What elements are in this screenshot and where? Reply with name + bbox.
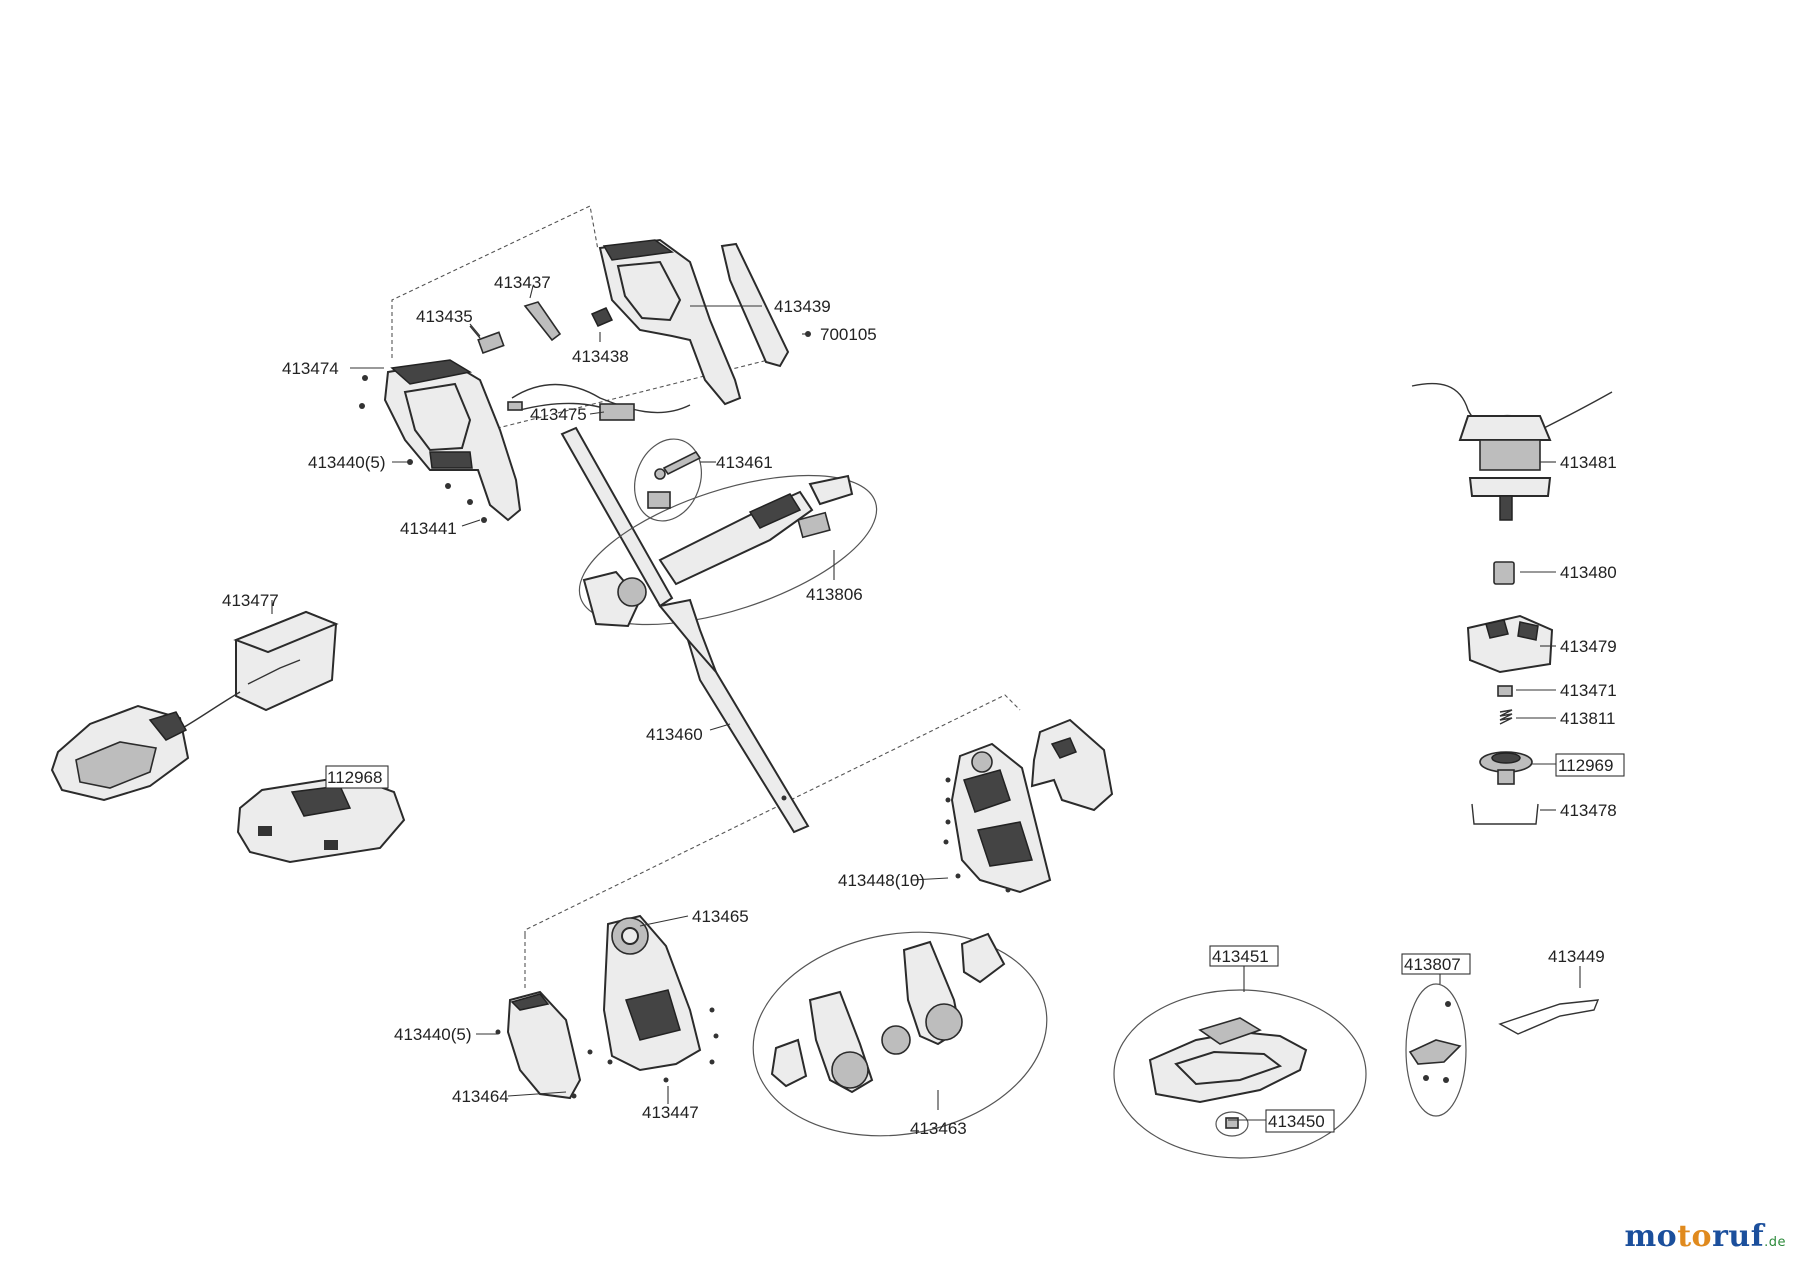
label-413461: 413461 [716, 453, 773, 472]
part-labels: 413437 413435 413439 700105 413438 41347… [222, 273, 1617, 1138]
watermark-part-3: ruf [1712, 1219, 1765, 1254]
screw-set-housing [943, 777, 1011, 893]
watermark-part-4: .de [1764, 1235, 1786, 1250]
label-413471: 413471 [1560, 681, 1617, 700]
site-watermark-logo: motoruf.de [1624, 1219, 1786, 1254]
spool-bracket [1471, 803, 1539, 825]
charging-base [50, 704, 190, 802]
head-housing-front-cover [506, 990, 582, 1100]
guard-group [1113, 989, 1367, 1159]
label-413807: 413807 [1404, 955, 1461, 974]
lower-shaft [658, 598, 810, 834]
charger-adapter [169, 610, 339, 736]
spool-head-assembly [1411, 382, 1613, 521]
label-413439: 413439 [774, 297, 831, 316]
screw-set-head [495, 1007, 719, 1099]
label-112969: 112969 [1558, 756, 1613, 775]
battery-pack [236, 774, 406, 864]
motor-kit-group [752, 931, 1048, 1137]
line-spool [1479, 751, 1533, 785]
label-413478: 413478 [1560, 801, 1617, 820]
label-413441: 413441 [400, 519, 457, 538]
label-413435: 413435 [416, 307, 473, 326]
head-housing-back [602, 914, 702, 1072]
guard-wire [1498, 999, 1600, 1035]
spool-cover-group [1405, 983, 1467, 1117]
aux-handle-bolt [634, 438, 702, 522]
compression-spring [590, 307, 614, 327]
wire-harness [507, 383, 691, 421]
label-413447: 413447 [642, 1103, 699, 1122]
label-413437: 413437 [494, 273, 551, 292]
nut [1497, 685, 1513, 697]
trigger-lever [720, 242, 790, 368]
handle-left-half [383, 359, 522, 522]
handle-right-half [598, 238, 742, 406]
label-413448: 413448(10) [838, 871, 925, 890]
label-413450: 413450 [1268, 1112, 1325, 1131]
upper-shaft [560, 426, 674, 608]
label-413477: 413477 [222, 591, 279, 610]
bushing [1493, 561, 1515, 585]
label-413460: 413460 [646, 725, 703, 744]
watermark-part-2: to [1677, 1219, 1713, 1254]
label-413480: 413480 [1560, 563, 1617, 582]
micro-switch [469, 325, 505, 355]
label-413464: 413464 [452, 1087, 509, 1106]
spool-spring [1499, 709, 1513, 725]
label-413475: 413475 [530, 405, 587, 424]
spool-cap [1466, 614, 1554, 674]
switch-bracket [523, 301, 562, 342]
label-413465: 413465 [692, 907, 749, 926]
label-700105: 700105 [820, 325, 877, 344]
label-413806: 413806 [806, 585, 863, 604]
leader-lines [271, 285, 1581, 1121]
label-413440a: 413440(5) [308, 453, 386, 472]
aux-handle-group [578, 474, 878, 628]
label-413481: 413481 [1560, 453, 1617, 472]
motor-cover [1030, 718, 1114, 812]
label-413451: 413451 [1212, 947, 1269, 966]
label-413463: 413463 [910, 1119, 967, 1138]
label-413449: 413449 [1548, 947, 1605, 966]
watermark-part-1: mo [1624, 1219, 1678, 1254]
label-413438: 413438 [572, 347, 629, 366]
label-413440b: 413440(5) [394, 1025, 472, 1044]
label-413811: 413811 [1560, 709, 1615, 728]
label-413474: 413474 [282, 359, 339, 378]
label-413479: 413479 [1560, 637, 1617, 656]
label-frames [325, 753, 1625, 1133]
label-112968: 112968 [327, 768, 382, 787]
motor-housing-half [950, 742, 1052, 894]
